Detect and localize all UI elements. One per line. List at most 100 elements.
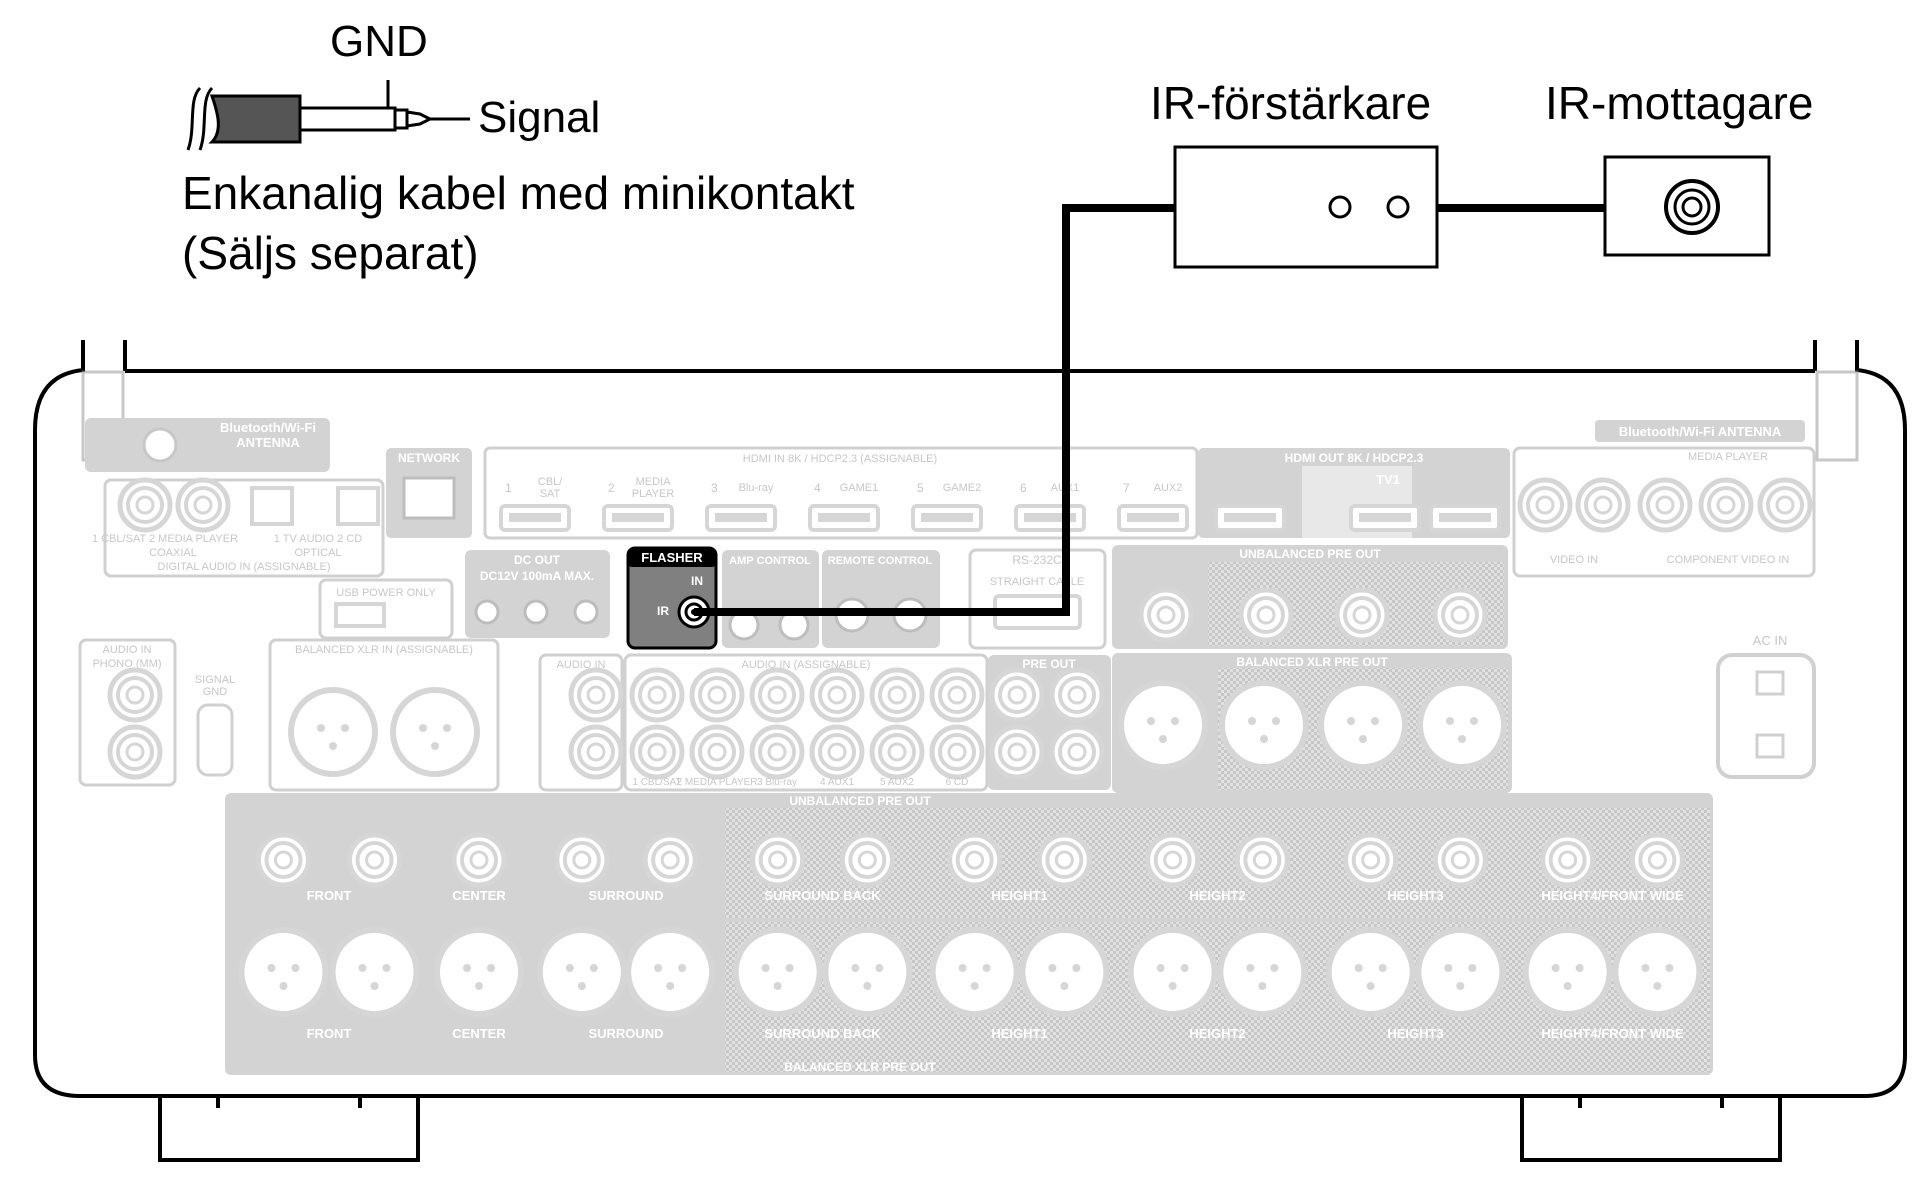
balanced-out-jack xyxy=(1329,930,1413,1014)
antenna-right-label: Bluetooth/Wi-Fi ANTENNA xyxy=(1619,424,1782,439)
balanced-out-jack xyxy=(333,930,417,1014)
balanced-out-jack xyxy=(933,930,1017,1014)
svg-text:OPTICAL: OPTICAL xyxy=(294,547,341,559)
unbalanced-out-jack xyxy=(1237,835,1287,885)
hdmi-in-port xyxy=(499,504,571,532)
audio-in-jack xyxy=(692,670,742,720)
balanced-out-jack xyxy=(736,930,820,1014)
channel-label: SURROUND BACK xyxy=(764,1026,881,1041)
hdmi-in-name: AUX2 xyxy=(1154,482,1183,494)
svg-text:REMOTE CONTROL: REMOTE CONTROL xyxy=(828,555,933,567)
channel-rows: FRONT FRONT CENTER CENTER SURROUND SURROUND SU… xyxy=(241,835,1699,1041)
audio-in-jack xyxy=(632,727,682,777)
audio-in-jack-label: 2 MEDIA PLAYER xyxy=(677,777,758,788)
hdmi-in-number: 7 xyxy=(1123,481,1130,495)
rear-panel: Bluetooth/Wi-Fi ANTENNA Bluetooth/Wi-Fi … xyxy=(78,370,1859,1075)
unbalanced-out-jack xyxy=(258,835,308,885)
channel-label: HEIGHT1 xyxy=(991,1026,1047,1041)
ir-receiver-box xyxy=(1603,155,1771,257)
svg-text:MEDIA PLAYER: MEDIA PLAYER xyxy=(1688,451,1768,463)
channel-label: CENTER xyxy=(452,888,506,903)
mini-plug-cable xyxy=(186,80,470,151)
antenna-left-label: Bluetooth/Wi-Fi xyxy=(220,420,316,435)
channel-label: HEIGHT1 xyxy=(991,888,1047,903)
hdmi-in-port xyxy=(1014,504,1086,532)
svg-text:ANTENNA: ANTENNA xyxy=(236,435,300,450)
balanced-out-jack xyxy=(1418,930,1502,1014)
svg-text:BALANCED XLR PRE OUT: BALANCED XLR PRE OUT xyxy=(784,1060,936,1074)
hdmi-in-number: 6 xyxy=(1020,481,1027,495)
channel-label: FRONT xyxy=(307,888,352,903)
audio-in-jack-label: 1 CBL/SAT xyxy=(632,777,681,788)
hdmi-in-number: 3 xyxy=(711,481,718,495)
audio-in-jack-label: 6 CD xyxy=(946,777,969,788)
channel-label: HEIGHT3 xyxy=(1387,888,1443,903)
unbalanced-out-jack xyxy=(1543,835,1593,885)
unbalanced-out-jack xyxy=(1039,835,1089,885)
audio-in-jack xyxy=(872,670,922,720)
svg-text:VIDEO IN: VIDEO IN xyxy=(1550,554,1598,566)
svg-text:UNBALANCED PRE OUT: UNBALANCED PRE OUT xyxy=(789,794,931,808)
cable-title: Enkanalig kabel med minikontakt xyxy=(182,167,855,219)
svg-text:COAXIAL: COAXIAL xyxy=(149,547,197,559)
hdmi-in-number: 4 xyxy=(814,481,821,495)
balanced-out-jack xyxy=(628,930,712,1014)
audio-in-jack xyxy=(632,670,682,720)
balanced-out-jack xyxy=(241,930,325,1014)
channel-label: HEIGHT3 xyxy=(1387,1026,1443,1041)
unbalanced-out-jack xyxy=(1632,835,1682,885)
audio-in-jack xyxy=(872,727,922,777)
hdmi-in-port xyxy=(602,504,674,532)
channel-label: FRONT xyxy=(307,1026,352,1041)
ir-amplifier-label: IR-förstärkare xyxy=(1150,77,1432,129)
svg-text:PRE OUT: PRE OUT xyxy=(1022,657,1076,671)
unbalanced-out-jack xyxy=(557,835,607,885)
audio-in-jack-label: 5 AUX2 xyxy=(880,777,914,788)
channel-label: SURROUND xyxy=(588,888,663,903)
channel-label: SURROUND xyxy=(588,1026,663,1041)
svg-text:GND: GND xyxy=(203,686,228,698)
unbalanced-out-jack xyxy=(842,835,892,885)
unbalanced-out-jack xyxy=(950,835,1000,885)
svg-text:DIGITAL AUDIO IN (ASSIGNABLE): DIGITAL AUDIO IN (ASSIGNABLE) xyxy=(158,561,331,573)
unbalanced-out-jack xyxy=(753,835,803,885)
svg-text:DC OUT: DC OUT xyxy=(514,553,561,567)
hdmi-in-name: GAME2 xyxy=(943,482,982,494)
svg-text:UNBALANCED PRE OUT: UNBALANCED PRE OUT xyxy=(1239,547,1381,561)
balanced-out-jack xyxy=(1131,930,1215,1014)
hdmi-in-name: MEDIA xyxy=(636,476,672,488)
hdmi-in-port xyxy=(705,504,777,532)
balanced-out-jack xyxy=(1615,930,1699,1014)
svg-text:1 TV AUDIO 2 CD: 1 TV AUDIO 2 CD xyxy=(274,533,362,545)
signal-label: Signal xyxy=(478,93,601,142)
audio-in-jack xyxy=(932,727,982,777)
unbalanced-out-jack xyxy=(1148,835,1198,885)
gnd-label: GND xyxy=(330,17,428,66)
svg-text:NETWORK: NETWORK xyxy=(398,451,460,465)
unbalanced-out-jack xyxy=(350,835,400,885)
channel-label: SURROUND BACK xyxy=(764,888,881,903)
hdmi-in-name: PLAYER xyxy=(632,488,675,500)
svg-text:USB POWER ONLY: USB POWER ONLY xyxy=(336,587,436,599)
channel-label: HEIGHT2 xyxy=(1189,1026,1245,1041)
svg-text:STRAIGHT CABLE: STRAIGHT CABLE xyxy=(990,576,1085,588)
channel-label: CENTER xyxy=(452,1026,506,1041)
unbalanced-out-jack xyxy=(454,835,504,885)
svg-text:IR: IR xyxy=(657,604,669,618)
audio-in-jack-label: 4 AUX1 xyxy=(820,777,854,788)
svg-text:AUDIO IN: AUDIO IN xyxy=(103,644,152,656)
svg-text:RS-232C: RS-232C xyxy=(1012,553,1062,567)
hdmi-in-port xyxy=(808,504,880,532)
hdmi-in-name: GAME1 xyxy=(840,482,879,494)
hdmi-in-port xyxy=(911,504,983,532)
channel-label: HEIGHT4/FRONT WIDE xyxy=(1541,1026,1684,1041)
balanced-out-jack xyxy=(1022,930,1106,1014)
svg-text:TV1: TV1 xyxy=(1376,472,1400,487)
balanced-out-jack xyxy=(825,930,909,1014)
audio-in-jack xyxy=(692,727,742,777)
cable-subtitle: (Säljs separat) xyxy=(182,227,479,279)
ir-amplifier-box xyxy=(1173,145,1439,269)
audio-in-jack xyxy=(752,727,802,777)
